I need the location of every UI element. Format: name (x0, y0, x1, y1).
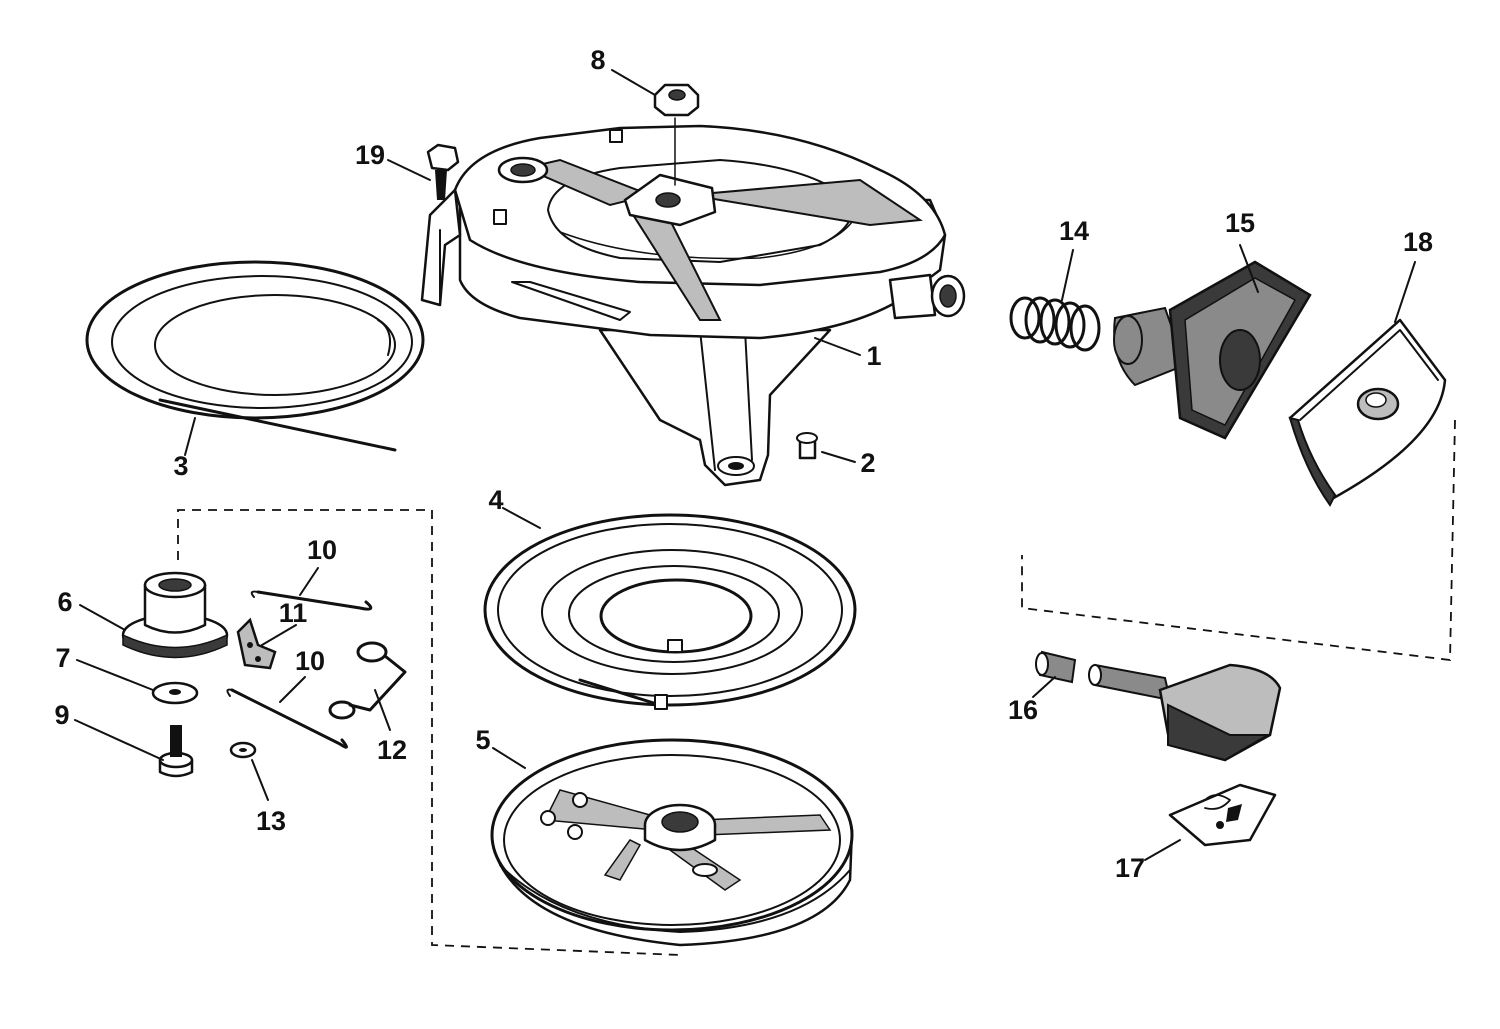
lockwasher-part (229, 741, 257, 759)
callout-12: 12 (377, 735, 407, 765)
pulley-subassembly-dashed-outline (177, 509, 681, 956)
pulley-part (490, 738, 854, 947)
handle-insert-part (1168, 783, 1277, 847)
retaining-clip-part (328, 641, 407, 720)
callout-18: 18 (1403, 227, 1433, 257)
pawl-spring-upper-part (250, 590, 373, 611)
compression-spring-part (1009, 296, 1101, 352)
pin-part (796, 432, 818, 460)
callout-2: 2 (860, 448, 875, 478)
callout-11: 11 (279, 598, 308, 628)
starter-handle-part (1088, 663, 1282, 762)
handle-subassembly-dashed-outline (1021, 419, 1456, 662)
sleeve-part (1035, 650, 1077, 684)
rope-anchor-housing-part (1113, 260, 1312, 440)
callout-16: 16 (1008, 695, 1038, 725)
callout-8: 8 (590, 45, 605, 75)
pawl-spring-lower-part (226, 688, 348, 749)
washer-part (151, 681, 199, 705)
pawl-part (236, 617, 277, 670)
screw-part (158, 725, 194, 778)
callout-17: 17 (1115, 853, 1145, 883)
callout-10-upper: 10 (307, 535, 337, 565)
callout-3: 3 (173, 451, 188, 481)
callout-10-lower: 10 (295, 646, 325, 676)
hex-nut-part (653, 83, 700, 186)
callout-15: 15 (1225, 208, 1255, 238)
callout-9: 9 (54, 700, 69, 730)
callout-19: 19 (355, 140, 385, 170)
starter-housing-part (420, 124, 966, 487)
rewind-spring-part (483, 513, 857, 710)
callout-5: 5 (475, 725, 490, 755)
bushing-part (121, 571, 229, 659)
leader-lines (74, 69, 1416, 861)
starter-rope-part (85, 260, 425, 452)
callout-1: 1 (866, 341, 881, 371)
callout-14: 14 (1059, 216, 1089, 246)
callout-labels: 1 2 3 4 5 6 7 8 9 10 10 11 12 13 14 15 1… (54, 45, 1433, 883)
callout-7: 7 (55, 643, 70, 673)
handle-cover-plate-part (1288, 318, 1447, 507)
housing-bolt-part (426, 143, 460, 200)
callout-4: 4 (488, 485, 503, 515)
callout-6: 6 (57, 587, 72, 617)
callout-13: 13 (256, 806, 286, 836)
